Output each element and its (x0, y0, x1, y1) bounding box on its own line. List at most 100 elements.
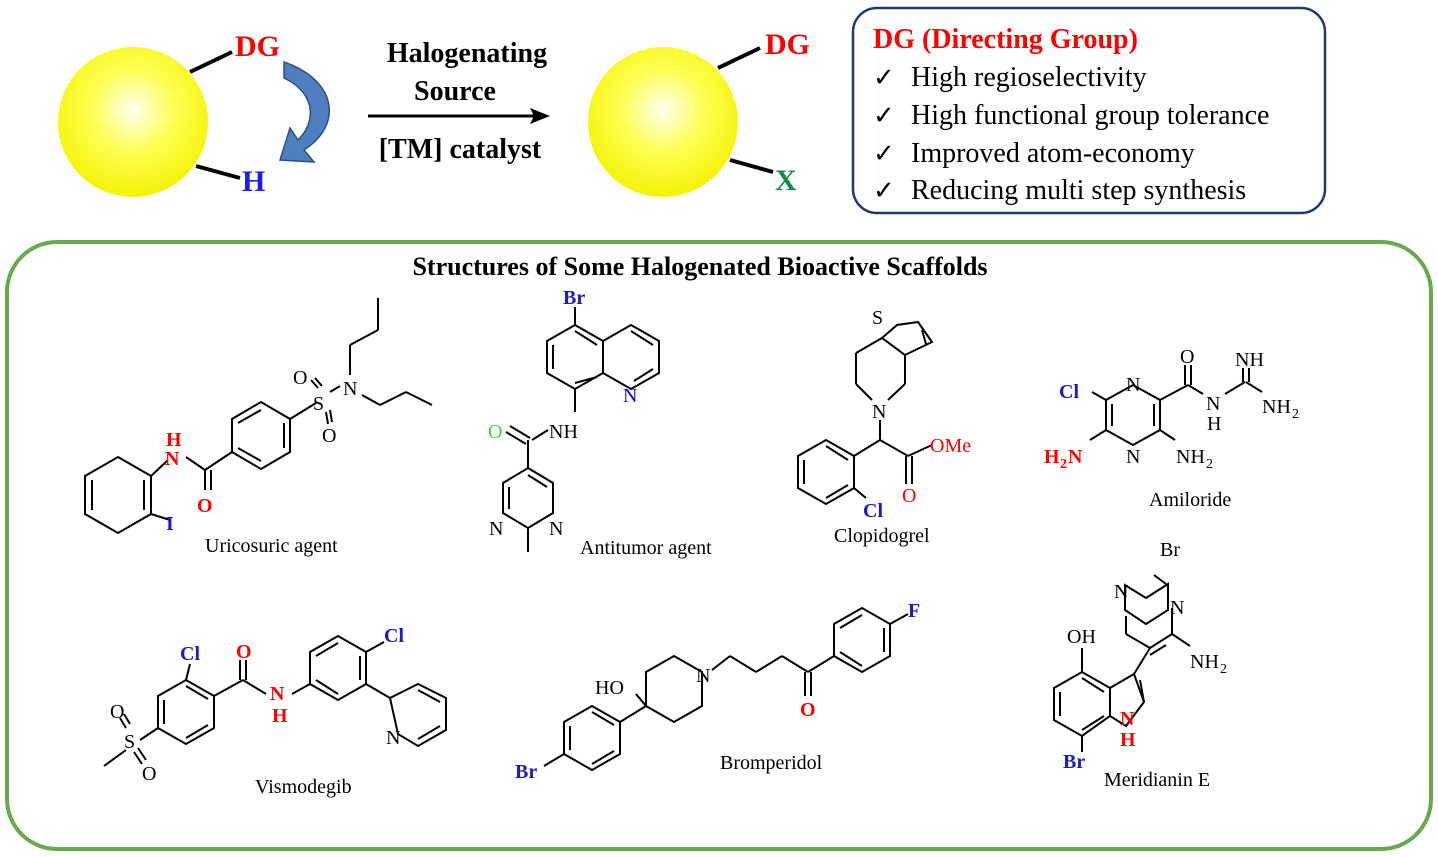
reactant-h-bond (195, 164, 241, 180)
amiloride-nh2-a: NH (1262, 396, 1291, 418)
amiloride-nh2-b-sub: 2 (1206, 457, 1213, 472)
amiloride-h2n-n: N (1068, 446, 1083, 468)
uricosuric-ring-right (231, 400, 291, 471)
meridianin-n-indole: N (1120, 708, 1135, 730)
amiloride-h2n: H (1044, 446, 1060, 468)
advantage-item-2: High functional group tolerance (911, 100, 1269, 131)
antitumor-o: O (488, 421, 502, 443)
vismodegib-cl2: Cl (384, 625, 404, 647)
vismodegib-cl1: Cl (180, 643, 200, 665)
advantage-check-3: ✓ (873, 139, 895, 168)
antitumor-name: Antitumor agent (580, 537, 712, 559)
reaction-conditions: Halogenating Source [TM] catalyst (368, 38, 550, 165)
molecule-amiloride (1089, 365, 1263, 447)
uricosuric-h: H (166, 429, 182, 451)
uricosuric-i: I (166, 513, 174, 535)
antitumor-pyrimidine (502, 466, 554, 530)
vismodegib-o-amide: O (236, 641, 252, 663)
reactant-sphere (58, 47, 208, 197)
molecule-bromperidol (543, 606, 909, 772)
meridianin-name: Meridianin E (1104, 769, 1210, 791)
advantages-title: DG (Directing Group) (873, 24, 1138, 55)
molecule-uricosuric (84, 298, 433, 535)
amiloride-nh: NH (1235, 349, 1264, 371)
amiloride-h: H (1207, 413, 1221, 435)
uricosuric-o2: O (322, 425, 336, 447)
clopidogrel-thiophene (880, 320, 934, 357)
meridianin-labels: Br N N OH NH 2 N H Br Meridianin E (1063, 539, 1227, 791)
amiloride-labels: O NH N H NH 2 Cl N N H 2 N NH 2 Amilorid… (1044, 346, 1299, 511)
advantage-item-1: High regioselectivity (911, 62, 1147, 93)
meridianin-br-bottom: Br (1063, 751, 1085, 773)
meridianin-h: H (1120, 729, 1136, 751)
clopidogrel-cl: Cl (863, 500, 883, 522)
vismodegib-o1: O (110, 701, 124, 723)
uricosuric-labels: S O O N H N O I Uricosuric agent (165, 367, 357, 557)
advantage-item-4: Reducing multi step synthesis (911, 175, 1246, 206)
clopidogrel-n: N (872, 401, 886, 423)
bromperidol-br: Br (515, 761, 537, 783)
bromperidol-name: Bromperidol (720, 752, 823, 774)
advantage-check-4: ✓ (873, 176, 895, 205)
clopidogrel-name: Clopidogrel (834, 525, 930, 547)
antitumor-labels: Br N NH O N N Antitumor agent (488, 287, 712, 559)
antitumor-n1: N (489, 518, 503, 540)
vismodegib-ring-left (157, 678, 215, 746)
clopidogrel-ome: OMe (930, 435, 971, 457)
amiloride-name: Amiloride (1149, 489, 1231, 511)
uricosuric-n-amide: N (165, 448, 180, 470)
antitumor-n-ring: N (623, 385, 637, 407)
uricosuric-s: S (313, 393, 324, 415)
arrow-top-line2: Source (414, 76, 496, 107)
antitumor-quinoline-right (602, 323, 660, 391)
reactant-substrate: DG H (58, 30, 330, 198)
amiloride-cl: Cl (1059, 381, 1079, 403)
meridianin-n2: N (1170, 597, 1184, 619)
bromperidol-o: O (800, 699, 816, 721)
vismodegib-name: Vismodegib (255, 776, 352, 798)
antitumor-br: Br (563, 287, 585, 309)
meridianin-pyrimidine (1124, 582, 1169, 626)
antitumor-n2: N (549, 518, 563, 540)
meridianin-nh2: NH (1190, 651, 1219, 673)
molecule-antitumor (502, 307, 660, 552)
vismodegib-h: H (272, 705, 288, 727)
molecule-clopidogrel (797, 320, 934, 506)
clopidogrel-s: S (872, 307, 883, 329)
meridianin-n1: N (1114, 581, 1128, 603)
antitumor-nh: NH (549, 421, 578, 443)
product-dg-label: DG (765, 28, 810, 61)
amiloride-n-amide: N (1206, 393, 1220, 415)
amiloride-n2: N (1126, 446, 1140, 468)
advantage-item-3: Improved atom-economy (911, 138, 1195, 169)
uricosuric-o1: O (293, 367, 307, 389)
clopidogrel-o: O (902, 485, 916, 507)
vismodegib-s: S (124, 731, 135, 753)
meridianin-br-top: Br (1160, 539, 1180, 561)
clopidogrel-labels: S N OMe O Cl Clopidogrel (834, 307, 971, 547)
molecule-vismodegib (103, 634, 447, 767)
arrow-top-line1: Halogenating (387, 38, 547, 69)
uricosuric-o-amide: O (197, 495, 213, 517)
uricosuric-name: Uricosuric agent (205, 535, 338, 557)
bromperidol-bromophenyl (563, 704, 621, 772)
vismodegib-ring-mid (309, 634, 367, 702)
bromperidol-n: N (696, 665, 710, 687)
product-x-label: X (775, 164, 797, 197)
uricosuric-n: N (343, 378, 357, 400)
bromperidol-ho: HO (595, 677, 624, 699)
reactant-h-label: H (242, 165, 265, 198)
clopidogrel-benzene (797, 438, 855, 506)
antitumor-quinoline-left (546, 323, 604, 391)
panel-title: Structures of Some Halogenated Bioactive… (412, 252, 987, 281)
product-sphere (588, 47, 738, 197)
uricosuric-ring-left (84, 455, 152, 535)
molecule-meridianin (1053, 574, 1191, 752)
reactant-dg-label: DG (235, 30, 280, 63)
amiloride-o: O (1180, 346, 1194, 368)
reactant-dg-bond (189, 50, 233, 74)
curved-arrow-icon (278, 60, 330, 163)
meridianin-benzene (1053, 670, 1111, 738)
product-x-bond (729, 158, 774, 174)
amiloride-nh2-a-sub: 2 (1292, 407, 1299, 422)
